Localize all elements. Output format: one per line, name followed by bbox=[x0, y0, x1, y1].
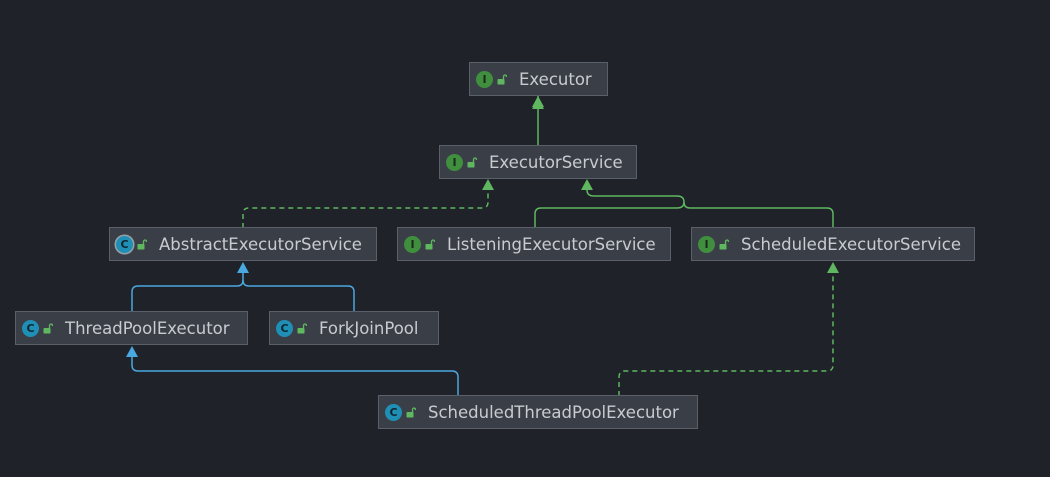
edge-scheduledexecutorservice-head bbox=[827, 262, 839, 273]
unlock-icon bbox=[137, 238, 147, 250]
unlock-icon bbox=[467, 156, 477, 168]
node-label: ListeningExecutorService bbox=[447, 234, 656, 254]
node-thread-pool-executor[interactable]: C ThreadPoolExecutor bbox=[15, 311, 248, 345]
interface-icon: I bbox=[446, 153, 463, 171]
abstract-class-icon: C bbox=[116, 235, 133, 253]
node-label: ScheduledThreadPoolExecutor bbox=[428, 402, 679, 422]
unlock-icon bbox=[425, 238, 435, 250]
edge-threadpoolexecutor-to-abstractexecutorservice bbox=[131, 273, 244, 312]
node-label: ExecutorService bbox=[489, 152, 623, 172]
node-label: ScheduledExecutorService bbox=[741, 234, 961, 254]
edge-scheduledthreadpoolexecutor-to-threadpoolexecutor bbox=[131, 357, 459, 396]
class-icon: C bbox=[276, 319, 293, 337]
edge-threadpoolexecutor-blue-head bbox=[126, 346, 138, 357]
class-icon: C bbox=[22, 319, 39, 337]
interface-icon: I bbox=[698, 235, 715, 253]
edge-abstractexecutorservice-head bbox=[482, 179, 494, 190]
unlock-icon bbox=[406, 406, 416, 418]
node-label: ForkJoinPool bbox=[319, 318, 419, 338]
node-scheduled-executor-service[interactable]: I ScheduledExecutorService bbox=[691, 227, 975, 261]
interface-icon: I bbox=[476, 70, 493, 88]
class-icon: C bbox=[385, 403, 402, 421]
edge-listeningexecutorservice-to-executorservice bbox=[534, 189, 685, 228]
edge-abstractexecutorservice-blue-head bbox=[237, 262, 249, 273]
edge-executorservice-right-head bbox=[581, 179, 593, 190]
edge-forkjoinpool-to-abstractexecutorservice bbox=[242, 279, 355, 312]
node-label: AbstractExecutorService bbox=[159, 234, 362, 254]
node-scheduled-thread-pool-executor[interactable]: C ScheduledThreadPoolExecutor bbox=[378, 395, 698, 429]
edge-scheduledthreadpoolexecutor-to-scheduledexecutorservice bbox=[618, 273, 834, 396]
node-executor[interactable]: I Executor bbox=[469, 62, 608, 96]
unlock-icon bbox=[43, 322, 53, 334]
node-fork-join-pool[interactable]: C ForkJoinPool bbox=[269, 311, 439, 345]
node-executor-service[interactable]: I ExecutorService bbox=[439, 145, 637, 179]
interface-icon: I bbox=[404, 235, 421, 253]
node-abstract-executor-service[interactable]: C AbstractExecutorService bbox=[109, 227, 377, 261]
unlock-icon bbox=[719, 238, 729, 250]
edge-executorservice-to-executor-head bbox=[532, 96, 544, 107]
edge-abstractexecutorservice-to-executorservice bbox=[242, 190, 489, 228]
unlock-icon bbox=[497, 73, 507, 85]
edge-scheduledexecutorservice-to-executorservice bbox=[683, 201, 834, 228]
node-listening-executor-service[interactable]: I ListeningExecutorService bbox=[397, 227, 671, 261]
node-label: ThreadPoolExecutor bbox=[65, 318, 230, 338]
node-label: Executor bbox=[519, 69, 592, 89]
unlock-icon bbox=[297, 322, 307, 334]
